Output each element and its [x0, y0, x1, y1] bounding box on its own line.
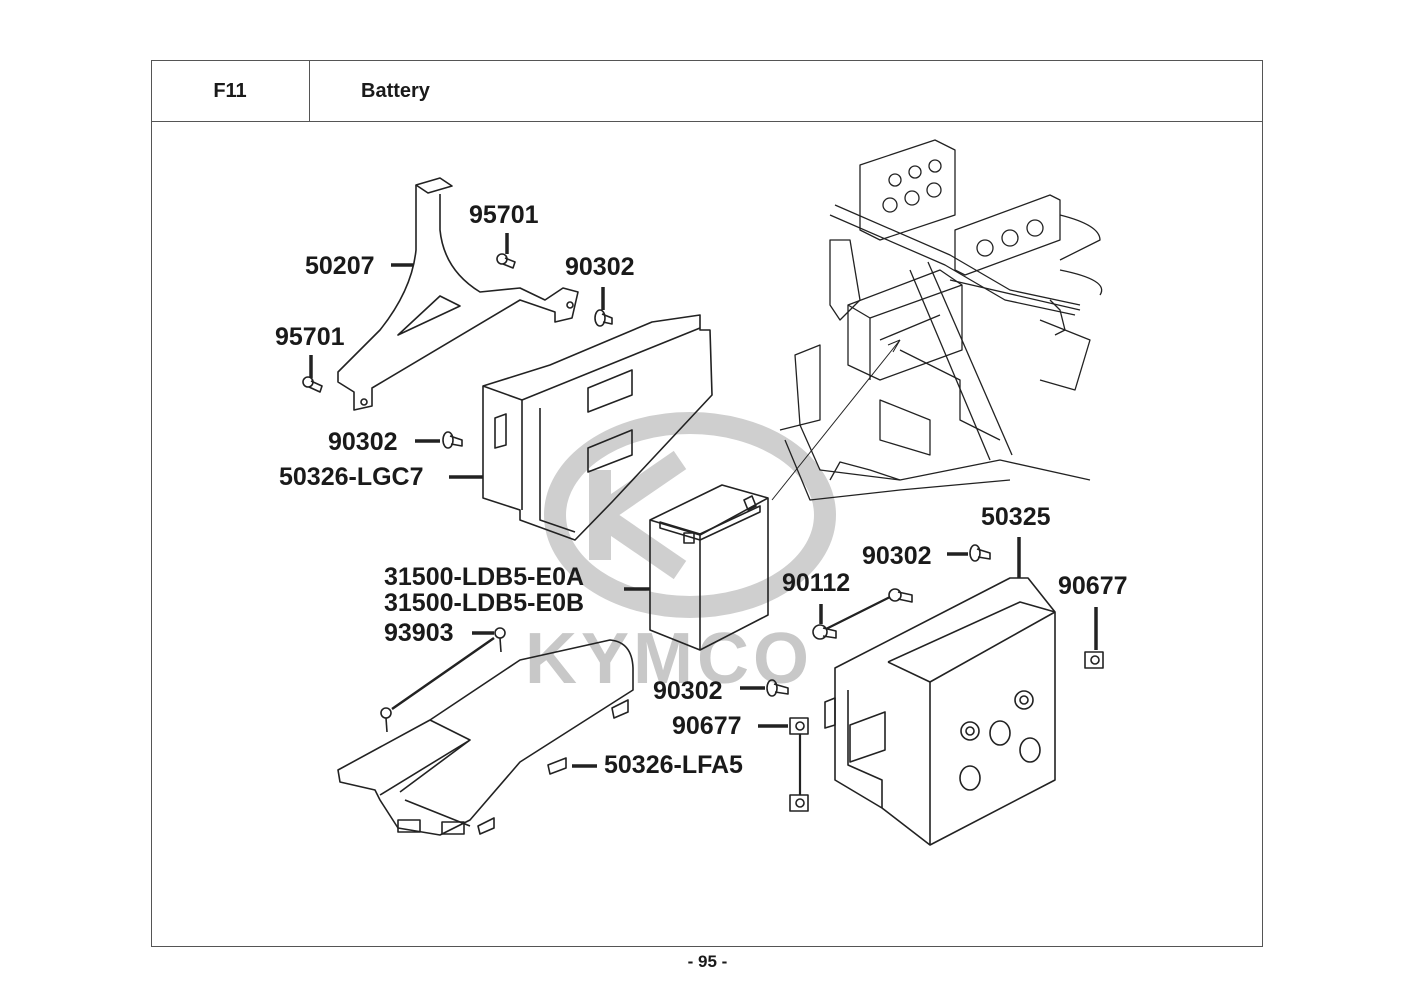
callout-50326-LGC7: 50326-LGC7: [279, 463, 424, 491]
battery-cover-box-part: [824, 577, 1056, 846]
callout-90677-lower: 90677: [672, 712, 742, 740]
rivet-upper-part: [594, 309, 613, 327]
bolt-upper-part: [496, 253, 516, 269]
header-divider: [151, 121, 1263, 122]
battery-cover-lower-part: [337, 639, 634, 836]
clip-lower-part: [789, 717, 809, 812]
battery-case-part: [482, 314, 713, 541]
rivet-left-part: [442, 431, 463, 449]
callout-31500-LDB5-E0B: 31500-LDB5-E0B: [384, 589, 585, 617]
watermark-text: KYMCO: [525, 619, 813, 699]
battery-part: [649, 484, 769, 651]
callout-50325: 50325: [981, 503, 1051, 531]
callout-90112: 90112: [782, 569, 851, 597]
callout-50207: 50207: [305, 252, 375, 280]
callout-31500-LDB5-E0A: 31500-LDB5-E0A: [384, 563, 585, 591]
rivet-lower-part: [766, 679, 789, 697]
callout-90302-upper: 90302: [565, 253, 635, 281]
callout-90302-left: 90302: [328, 428, 398, 456]
leader-lines: [309, 233, 1098, 768]
callout-90302-right: 90302: [862, 542, 932, 570]
callout-50326-LFA5: 50326-LFA5: [604, 751, 743, 779]
callout-90302-lower: 90302: [653, 677, 723, 705]
callout-93903: 93903: [384, 619, 454, 647]
bracket-part: [337, 177, 579, 411]
diagram-frame: [151, 60, 1263, 947]
rivet-right-part: [969, 544, 991, 562]
page-number: - 95 -: [687, 952, 728, 971]
clip-right-part: [1084, 651, 1104, 669]
bolt-left-part: [302, 376, 323, 393]
callout-90677-right: 90677: [1058, 572, 1128, 600]
watermark-ring: [544, 412, 836, 618]
section-title: Battery: [361, 79, 430, 102]
section-code: F11: [151, 60, 310, 122]
callout-95701-upper: 95701: [469, 201, 539, 229]
screw-part: [380, 627, 506, 733]
vehicle-frame: [771, 139, 1103, 501]
callout-95701-left: 95701: [275, 323, 345, 351]
bolt-collar-part: [812, 588, 913, 640]
